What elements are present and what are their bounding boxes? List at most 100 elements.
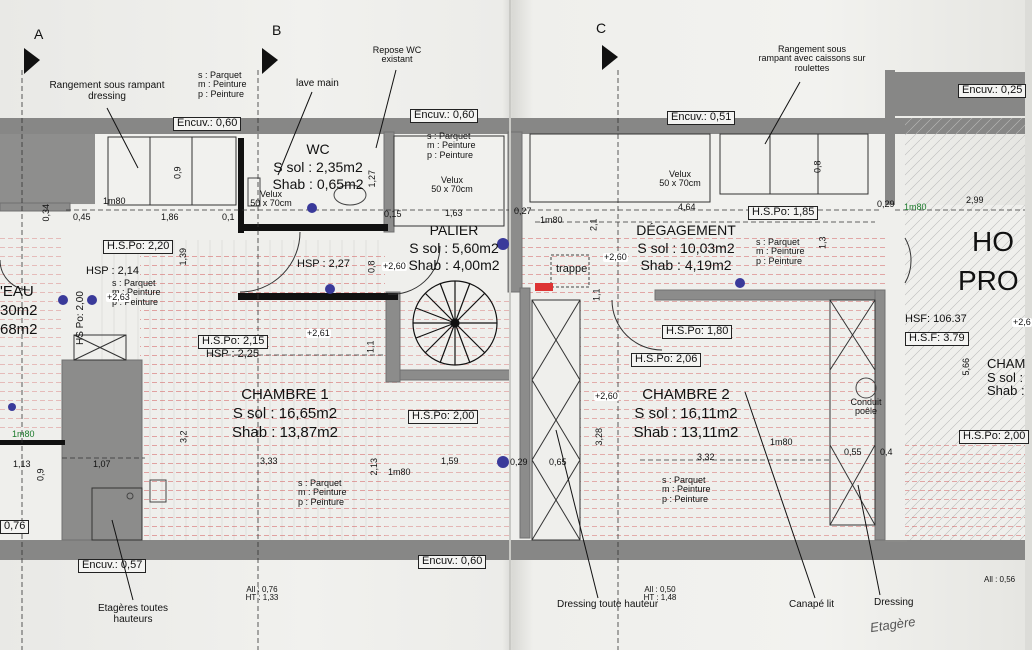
dim-299: 2,99 [966, 195, 984, 205]
tag-hsp-214: HSP : 2,14 [86, 265, 139, 277]
dim-065: 0,65 [549, 457, 567, 467]
dim-055: 0,55 [844, 447, 862, 457]
dim-08: 0,8 [366, 260, 377, 273]
dim-1m80-b: 1m80 [540, 215, 563, 225]
tag-hsf-379: H.S.F: 3.79 [905, 332, 969, 346]
tag-hsp-225: HSP : 2,25 [206, 348, 259, 360]
dim-13: 1,3 [817, 236, 828, 249]
storage-cabinets [73, 133, 876, 541]
dim-11b: 1,1 [591, 288, 602, 301]
dim-113: 1,13 [13, 459, 31, 469]
dim-1m80-e: 1m80 [770, 437, 793, 447]
dim-127: 1,27 [367, 169, 378, 188]
dim-027: 0,27 [514, 206, 532, 216]
dim-08b: 0,8 [812, 160, 823, 173]
dim-09: 0,9 [172, 166, 183, 179]
dim-045: 0,45 [73, 212, 91, 222]
dim-04: 0,4 [880, 447, 893, 457]
black-partitions [0, 138, 398, 445]
dim-01: 0,1 [222, 212, 235, 222]
axis-c: C [596, 20, 607, 36]
dim-163: 1,63 [445, 208, 463, 218]
dim-1m80-a: 1m80 [103, 196, 126, 206]
tag-hspo-vertical: HS Po: 2,00 [75, 291, 86, 345]
footnote-3: All : 0,56 [984, 575, 1016, 584]
level-260: +2,60 [382, 261, 407, 272]
dim-029: 0,29 [877, 199, 895, 209]
dim-029b: 0,29 [510, 457, 528, 467]
room-right-title-2: PRO [958, 265, 1019, 296]
dim-464: 4,64 [678, 202, 696, 212]
tag-encuv-e: Encuv.: 0,57 [78, 559, 147, 573]
tag-encuv-g: 0,76 [0, 520, 30, 534]
room-eau: 'EAU 30m2 68m2 [0, 283, 38, 338]
dim-1m80-c: 1m80 [904, 202, 927, 212]
dim-1m80-f: 1m80 [12, 429, 35, 439]
tag-encuv-d: Encuv.: 0,25 [958, 84, 1027, 98]
tag-hspo-185: H.S.Po: 1,85 [748, 206, 819, 220]
tag-hspo-206: H.S.Po: 2,06 [631, 353, 702, 367]
tag-hspo-200-r: H.S.Po: 2,00 [959, 430, 1030, 444]
level-260c: +2,60 [594, 391, 619, 402]
tag-encuv-a: Encuv.: 0,60 [173, 117, 242, 131]
axis-b: B [272, 22, 282, 38]
tag-hspo-220: H.S.Po: 2,20 [103, 240, 174, 254]
annot-lave-main: lave main [296, 78, 339, 89]
dim-213: 2,13 [369, 457, 380, 476]
dim-09b: 0,9 [35, 468, 46, 481]
room-right-title-1: HO [972, 226, 1014, 257]
axis-a: A [34, 26, 44, 42]
tag-hspo-215: H.S.Po: 2,15 [198, 335, 269, 349]
door-swings [0, 231, 912, 351]
red-marker [535, 283, 553, 291]
dim-566: 5,66 [961, 357, 972, 376]
dim-107: 1,07 [93, 459, 111, 469]
tag-hspo-180: H.S.Po: 1,80 [662, 325, 733, 339]
dim-159: 1,59 [441, 456, 459, 466]
tag-encuv-f: Encuv.: 0,60 [418, 555, 487, 569]
interior-walls [0, 131, 886, 541]
dim-333: 3,33 [260, 456, 278, 466]
level-26: +2,6 [1012, 317, 1032, 328]
label-trappe: trappe [556, 263, 588, 275]
annot-canape-lit: Canapé lit [789, 599, 835, 610]
dim-186: 1,86 [161, 212, 179, 222]
dim-328: 3,28 [594, 427, 605, 446]
dim-139: 1,39 [178, 247, 189, 266]
spiral-staircase [412, 280, 498, 366]
dim-21: 2,1 [588, 218, 599, 231]
level-261: +2,61 [306, 328, 331, 339]
annot-dressing: Dressing [874, 597, 914, 608]
tag-hsf-10637: HSF: 106.37 [905, 313, 967, 325]
level-260b: +2,60 [603, 252, 628, 263]
tag-encuv-b: Encuv.: 0,60 [410, 109, 479, 123]
axis-markers [24, 45, 618, 74]
tag-hsp-227: HSP : 2,27 [297, 258, 350, 270]
level-symbols [8, 203, 745, 468]
dim-32: 3,2 [178, 430, 189, 443]
dim-332: 3,32 [697, 452, 715, 462]
annot-dressing-toute-hauteur: Dressing toute hauteur [557, 599, 659, 610]
dim-015: 0,15 [384, 209, 402, 219]
